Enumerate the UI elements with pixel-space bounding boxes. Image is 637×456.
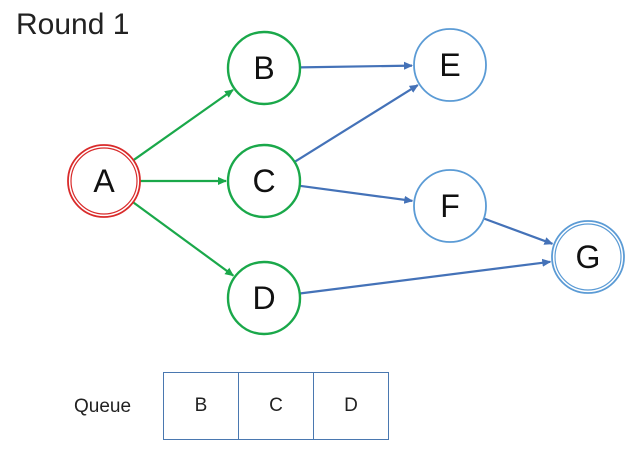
node-b: B [226, 30, 302, 106]
edge-f-g [483, 217, 554, 245]
queue-cell-3: D [344, 395, 358, 416]
node-c-circle [226, 143, 302, 219]
node-d-circle [226, 260, 302, 336]
node-g: G [551, 220, 625, 294]
queue-label: Queue [74, 396, 132, 417]
graph-canvas: A B C D E F G [67, 28, 625, 336]
node-c: C [226, 143, 302, 219]
edge-b-e [299, 61, 413, 70]
node-b-label: B [253, 50, 274, 86]
node-g-circle [551, 220, 625, 294]
nodes-layer: A B C D E F G [67, 28, 625, 336]
edge-a-b [132, 89, 234, 162]
node-e-label: E [439, 47, 460, 83]
node-e: E [413, 28, 487, 102]
node-c-label: C [252, 163, 275, 199]
diagram-title: Round 1 [16, 8, 130, 41]
node-e-circle [413, 28, 487, 102]
edge-a-d [132, 201, 235, 277]
node-d-label: D [252, 280, 275, 316]
node-a-circle [67, 144, 141, 218]
node-f-circle [413, 169, 487, 243]
edge-d-g [299, 258, 552, 295]
node-g-inner-ring [554, 223, 622, 291]
edge-c-f [299, 184, 414, 204]
node-a: A [67, 144, 141, 218]
queue-box: B C D [163, 372, 389, 440]
node-b-circle [226, 30, 302, 106]
queue-cell-2: C [239, 373, 314, 439]
node-g-label: G [576, 239, 601, 275]
edge-c-e [293, 84, 419, 163]
node-a-inner-ring [70, 147, 138, 215]
edges-layer [132, 61, 554, 295]
node-f: F [413, 169, 487, 243]
node-f-label: F [440, 188, 460, 224]
queue-cell-1: B [164, 373, 239, 439]
node-d: D [226, 260, 302, 336]
node-a-label: A [93, 163, 115, 199]
